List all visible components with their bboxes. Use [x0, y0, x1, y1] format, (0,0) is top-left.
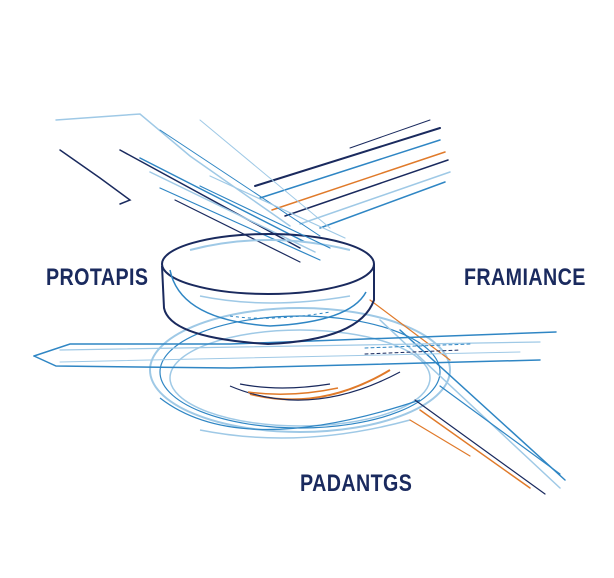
diagonal-band-upper-left — [55, 113, 331, 263]
center-ring — [161, 233, 375, 395]
label-right: FRAMIANCE — [464, 264, 586, 291]
label-left: PROTAPIS — [46, 264, 149, 291]
horizontal-band — [33, 331, 557, 369]
base-disc — [149, 307, 451, 439]
diagonal-band-lower-right — [369, 299, 566, 495]
diagonal-band-overlay — [199, 175, 346, 249]
label-bottom: PADANTGS — [300, 470, 413, 497]
diagonal-band-upper-right — [254, 119, 451, 229]
